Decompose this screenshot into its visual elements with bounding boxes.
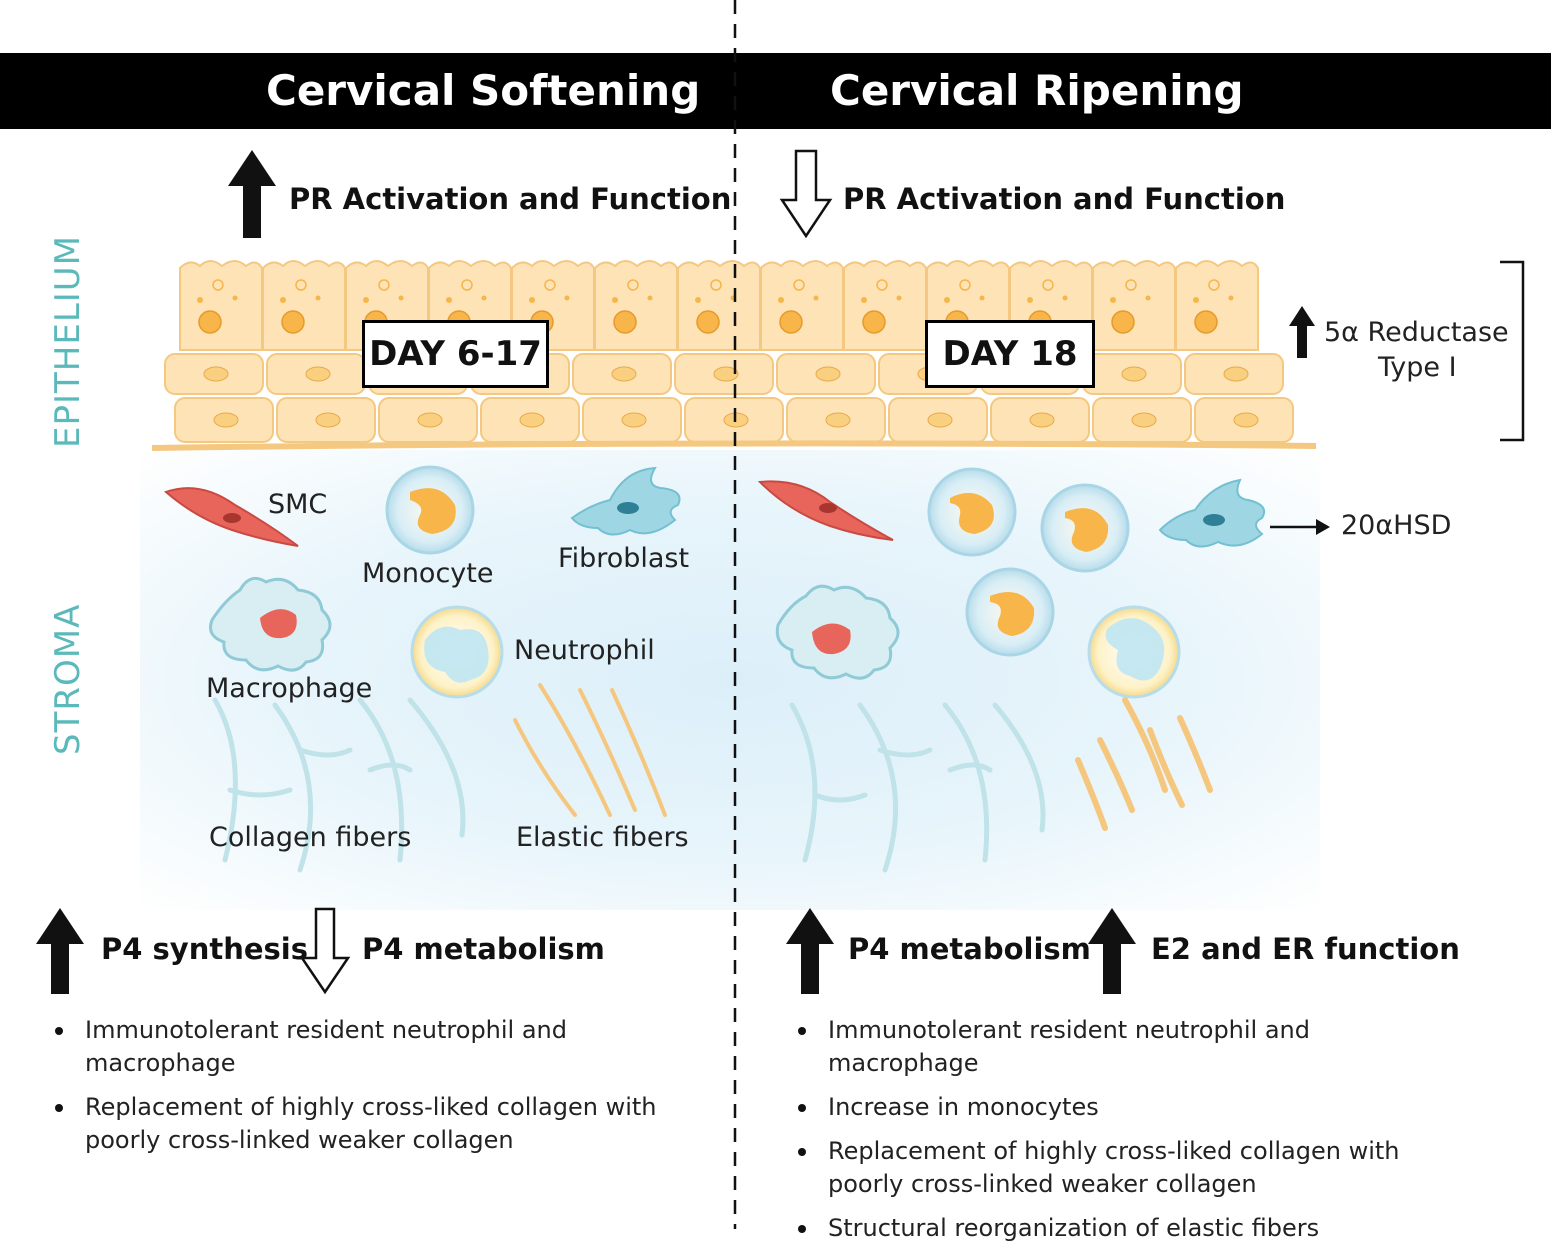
basal-cell [776, 353, 876, 395]
collagen-fibers-label: Collagen fibers [209, 822, 412, 853]
monocyte-cell-right-1 [927, 467, 1017, 557]
monocyte-cell [385, 465, 475, 555]
epithelium-bracket [1500, 260, 1525, 442]
bullet-right-1: Immunotolerant resident neutrophil and m… [796, 1014, 1468, 1080]
bullet-list-left: Immunotolerant resident neutrophil and m… [53, 1014, 725, 1168]
reductase-label-line2: Type I [1378, 352, 1457, 383]
columnar-cell [760, 260, 844, 351]
bullet-left-1: Immunotolerant resident neutrophil and m… [53, 1014, 725, 1080]
basal-cell [276, 397, 376, 443]
epithelium-layer [151, 260, 1525, 451]
p4-metabolism-up-arrow-icon [786, 908, 834, 994]
bullet-list-right: Immunotolerant resident neutrophil and m… [796, 1014, 1468, 1256]
stroma-illustration [164, 465, 1330, 873]
neutrophil-cell [410, 605, 504, 699]
hsd-arrow-icon [1270, 519, 1330, 535]
collagen-fibers-right [789, 702, 1046, 873]
fibroblast-cell-right [1158, 478, 1266, 548]
columnar-cell [594, 260, 678, 351]
basal-cell [1194, 397, 1294, 443]
columnar-cell [843, 260, 927, 351]
elastic-fibers-left [513, 683, 667, 817]
day-box-right: DAY 18 [925, 320, 1095, 388]
basal-cell [174, 397, 274, 443]
columnar-cell [262, 260, 346, 351]
epithelium-basal-cells-row-2 [174, 397, 1294, 443]
macrophage-label: Macrophage [206, 673, 373, 704]
neutrophil-label: Neutrophil [514, 635, 655, 666]
fibroblast-cell [570, 466, 681, 536]
collagen-fibers-left [212, 697, 466, 873]
e2-er-label: E2 and ER function [1151, 932, 1460, 966]
basal-cell [572, 353, 672, 395]
basal-cell [1184, 353, 1284, 395]
neutrophil-cell-right [1087, 605, 1181, 699]
center-divider [733, 0, 737, 1229]
elastic-fibers-right [1075, 697, 1213, 831]
e2-er-up-arrow-icon [1088, 908, 1136, 994]
p4-synthesis-label: P4 synthesis [101, 932, 308, 966]
monocyte-label: Monocyte [362, 558, 494, 589]
smc-cell-right [757, 480, 894, 541]
bullet-right-3: Replacement of highly cross-liked collag… [796, 1135, 1428, 1201]
columnar-cell [1175, 260, 1259, 351]
header-title-right: Cervical Ripening [830, 66, 1244, 115]
smc-cell [164, 487, 299, 547]
header-bar [0, 53, 1551, 129]
basal-cell [164, 353, 264, 395]
macrophage-cell-right [775, 584, 900, 680]
columnar-cell [179, 260, 263, 351]
p4-synthesis-up-arrow-icon [36, 908, 84, 994]
monocyte-cell-right-3 [965, 567, 1055, 657]
basal-cell [674, 353, 774, 395]
hsd-label: 20αHSD [1341, 510, 1452, 541]
pr-label-right: PR Activation and Function [843, 182, 1286, 216]
pr-down-arrow-icon [779, 149, 833, 239]
pr-label-left: PR Activation and Function [289, 182, 732, 216]
monocyte-cell-right-2 [1040, 483, 1130, 573]
macrophage-cell [209, 576, 332, 672]
basal-cell [480, 397, 580, 443]
day-box-left: DAY 6-17 [362, 320, 549, 388]
columnar-cell [1092, 260, 1176, 351]
reductase-label-line1: 5α Reductase [1324, 317, 1509, 348]
basement-membrane [151, 440, 1317, 451]
bullet-right-2: Increase in monocytes [796, 1091, 1468, 1124]
basal-cell [990, 397, 1090, 443]
p4-metabolism-label-right: P4 metabolism [848, 932, 1091, 966]
fibroblast-label: Fibroblast [558, 543, 690, 574]
pr-up-arrow-icon [228, 150, 276, 238]
smc-label: SMC [268, 489, 328, 520]
header-title-left: Cervical Softening [266, 66, 701, 115]
p4-metabolism-down-arrow-icon [299, 907, 351, 995]
reductase-up-arrow-icon [1289, 306, 1315, 358]
bullet-left-2: Replacement of highly cross-liked collag… [53, 1091, 685, 1157]
elastic-fibers-label: Elastic fibers [516, 822, 689, 853]
p4-metabolism-label-left: P4 metabolism [362, 932, 605, 966]
